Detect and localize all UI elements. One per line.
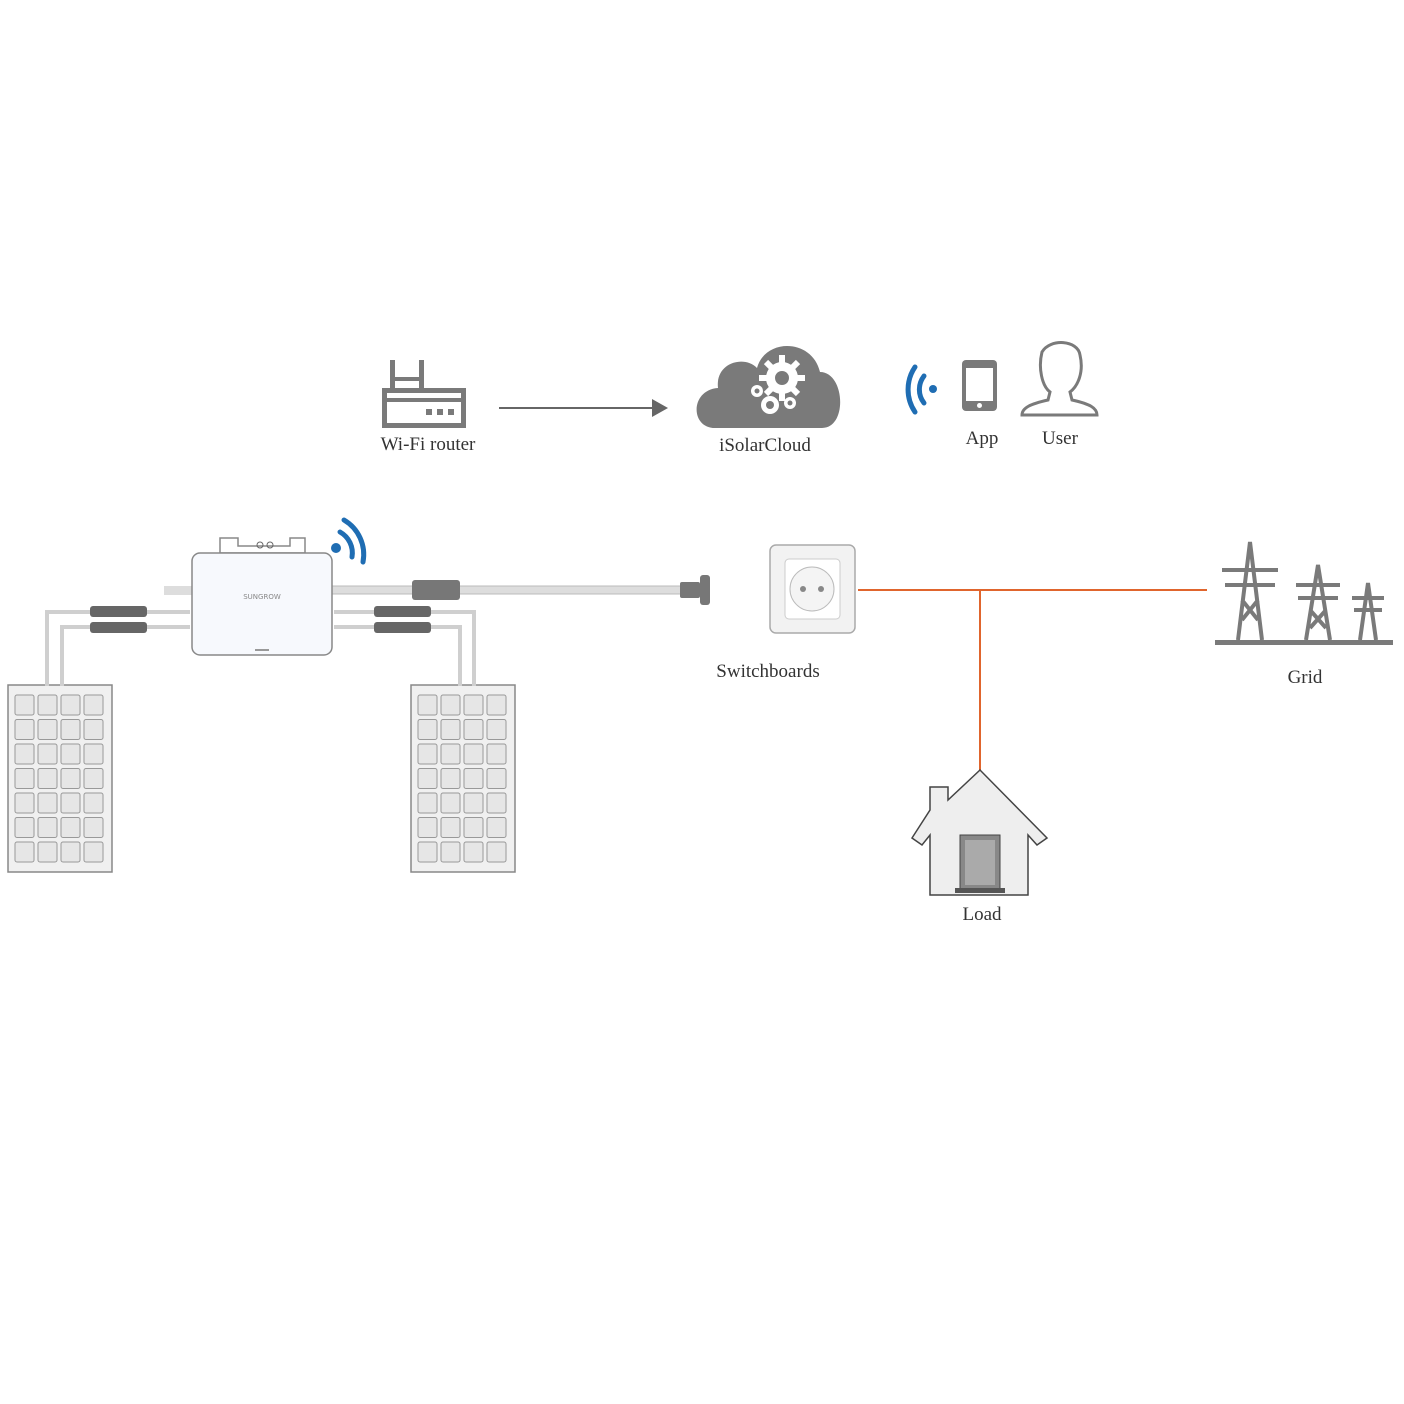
panel-cell bbox=[60, 841, 81, 863]
panel-cell bbox=[83, 817, 104, 838]
wifi-signal-icon bbox=[905, 364, 937, 415]
power-tower-icon bbox=[1215, 541, 1393, 645]
app-label: App bbox=[965, 428, 999, 449]
router-icon bbox=[382, 360, 466, 428]
panel-cell bbox=[60, 817, 81, 838]
panel-cell bbox=[37, 841, 58, 863]
ac-connector bbox=[412, 580, 460, 600]
panel-cell bbox=[60, 719, 81, 740]
router-label: Wi-Fi router bbox=[380, 434, 476, 455]
inverter-brand: SUNGROW bbox=[243, 593, 281, 601]
panel-cell bbox=[417, 694, 438, 716]
panel-cell bbox=[486, 768, 507, 789]
panel-cell bbox=[83, 719, 104, 740]
panel-cell bbox=[486, 694, 507, 716]
phone-icon bbox=[962, 360, 997, 411]
panel-cell bbox=[14, 694, 35, 716]
panel-cell bbox=[37, 768, 58, 789]
panel-cell bbox=[14, 768, 35, 789]
mc4-connectors bbox=[90, 606, 431, 633]
panel-cell bbox=[83, 743, 104, 765]
socket-icon bbox=[769, 544, 856, 634]
panel-cell bbox=[37, 792, 58, 814]
panel-cell bbox=[463, 817, 484, 838]
user-icon bbox=[1020, 341, 1099, 417]
panel-cell bbox=[83, 768, 104, 789]
load-label: Load bbox=[962, 904, 1002, 925]
panel-cell bbox=[60, 792, 81, 814]
panel-cell bbox=[440, 694, 461, 716]
panel-cell bbox=[486, 719, 507, 740]
ac-cable bbox=[331, 585, 683, 595]
panel-cell bbox=[14, 841, 35, 863]
panel-cell bbox=[37, 817, 58, 838]
panel-cell bbox=[14, 743, 35, 765]
panel-cell bbox=[37, 719, 58, 740]
panel-cell bbox=[417, 743, 438, 765]
panel-cell bbox=[14, 817, 35, 838]
switchboards-label: Switchboards bbox=[716, 661, 820, 682]
grid-label: Grid bbox=[1287, 667, 1323, 688]
panel-cell bbox=[486, 841, 507, 863]
panel-cell bbox=[440, 792, 461, 814]
panel-cell bbox=[417, 792, 438, 814]
panel-cell bbox=[60, 743, 81, 765]
panel-cell bbox=[83, 694, 104, 716]
user-label: User bbox=[1042, 428, 1078, 449]
microinverter bbox=[191, 537, 333, 656]
panel-cell bbox=[463, 743, 484, 765]
panel-cell bbox=[440, 841, 461, 863]
panel-cell bbox=[463, 841, 484, 863]
plug-icon bbox=[680, 575, 710, 605]
panel-cell bbox=[37, 743, 58, 765]
panel-cell bbox=[486, 743, 507, 765]
panel-cell bbox=[463, 792, 484, 814]
panel-cell bbox=[417, 817, 438, 838]
panel-cell bbox=[83, 841, 104, 863]
cloud-label: iSolarCloud bbox=[719, 435, 811, 456]
arrow-icon bbox=[499, 399, 668, 417]
panel-cell bbox=[14, 792, 35, 814]
panel-cell bbox=[440, 719, 461, 740]
cloud-gear-icon bbox=[696, 345, 841, 428]
ac-grid-lines bbox=[858, 589, 1207, 772]
house-icon bbox=[910, 768, 1049, 896]
panel-cell bbox=[60, 694, 81, 716]
ac-stub bbox=[164, 586, 192, 595]
solar-panel-right bbox=[410, 684, 516, 873]
panel-cell bbox=[37, 694, 58, 716]
solar-panel-left bbox=[7, 684, 113, 873]
panel-cell bbox=[417, 841, 438, 863]
panel-cell bbox=[486, 792, 507, 814]
panel-cell bbox=[83, 792, 104, 814]
panel-cell bbox=[463, 694, 484, 716]
panel-cell bbox=[486, 817, 507, 838]
panel-cell bbox=[14, 719, 35, 740]
inverter-wifi-icon bbox=[331, 517, 367, 565]
panel-cell bbox=[463, 768, 484, 789]
panel-cell bbox=[417, 768, 438, 789]
panel-cell bbox=[440, 743, 461, 765]
panel-cell bbox=[440, 768, 461, 789]
panel-cell bbox=[440, 817, 461, 838]
panel-cell bbox=[60, 768, 81, 789]
panel-cell bbox=[463, 719, 484, 740]
panel-cell bbox=[417, 719, 438, 740]
